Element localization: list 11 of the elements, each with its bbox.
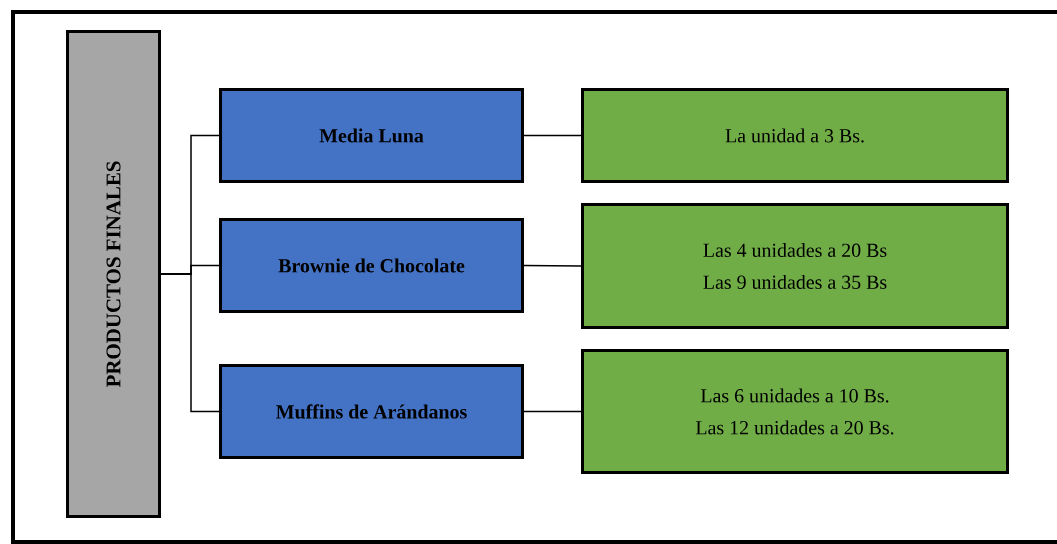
connector: [160, 273, 220, 413]
price-box: Las 6 unidades a 10 Bs. Las 12 unidades a 20 Bs.: [581, 349, 1009, 474]
price-box: Las 4 unidades a 20 Bs Las 9 unidades a 35 Bs: [581, 203, 1009, 329]
connector: [523, 134, 582, 137]
product-box: Media Luna: [219, 88, 524, 183]
product-box: Muffins de Arándanos: [219, 364, 524, 459]
connector: [523, 264, 582, 267]
category-bar: PRODUCTOS FINALES: [66, 30, 161, 518]
connector: [523, 410, 582, 413]
price-box: La unidad a 3 Bs.: [581, 88, 1009, 183]
product-box: Brownie de Chocolate: [219, 218, 524, 313]
